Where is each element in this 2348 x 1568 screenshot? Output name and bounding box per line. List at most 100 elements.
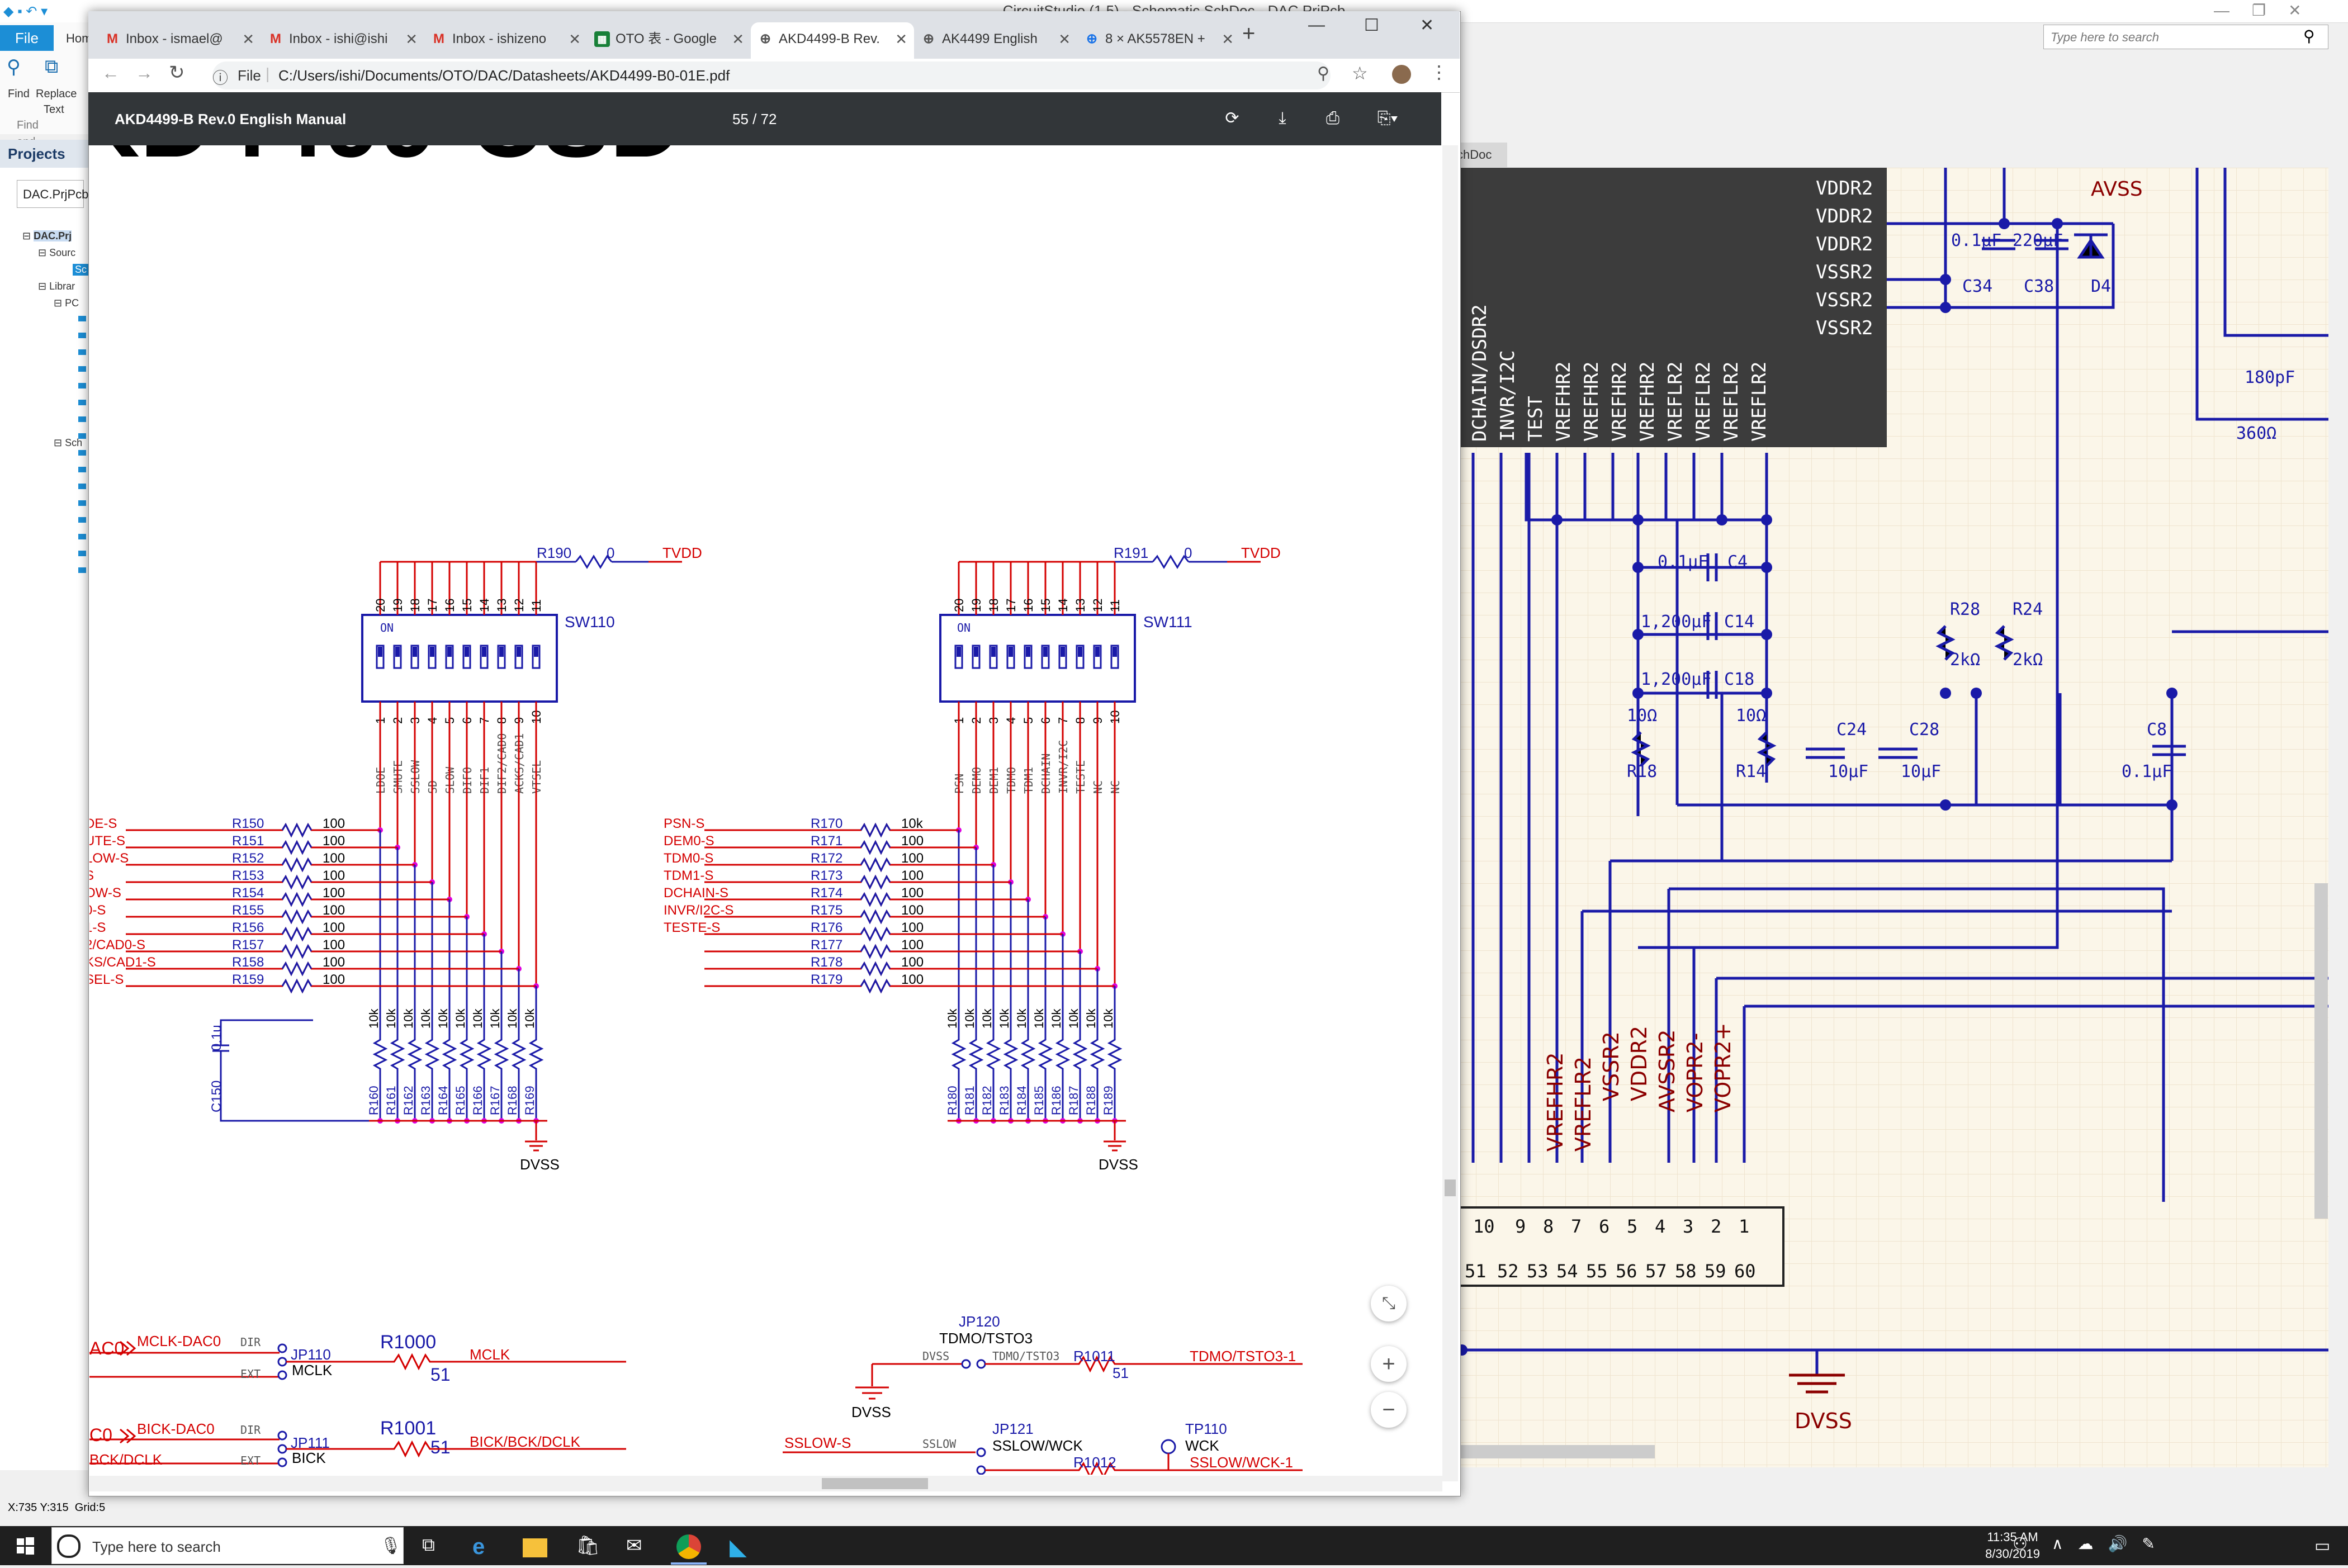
print-icon[interactable]: ⎙ bbox=[1326, 109, 1339, 127]
pdf-vertical-scrollbar[interactable] bbox=[1442, 145, 1458, 1481]
replace-icon[interactable]: ⧉ bbox=[45, 56, 59, 77]
close-icon[interactable]: ✕ bbox=[405, 31, 418, 48]
jp111-bick: BICK bbox=[292, 1449, 326, 1466]
tab-inbox-ismael[interactable]: M Inbox - ismael@ ✕ bbox=[98, 22, 261, 59]
new-tab-button[interactable]: + bbox=[1242, 21, 1256, 46]
tree-item-source[interactable]: ⊟ Sourc bbox=[38, 247, 76, 258]
zoom-icon[interactable]: ⚲ bbox=[1317, 64, 1329, 83]
maximize-icon[interactable]: ☐ bbox=[1364, 16, 1379, 35]
switch-lever-knob bbox=[534, 647, 538, 657]
zoom-out-button[interactable]: − bbox=[1371, 1392, 1407, 1428]
tab-inbox-ishizeno[interactable]: M Inbox - ishizeno ✕ bbox=[424, 22, 588, 59]
store-icon[interactable]: 🛍 bbox=[576, 1535, 600, 1556]
sslow-label: SSLOW bbox=[922, 1437, 957, 1451]
connector-pin: 10 bbox=[1473, 1216, 1495, 1237]
expand-icon[interactable]: ⊟ bbox=[38, 281, 50, 292]
zoom-in-button[interactable]: + bbox=[1371, 1346, 1407, 1382]
pulldown-val: 10k bbox=[471, 1008, 485, 1029]
tab-inbox-ishi[interactable]: M Inbox - ishi@ishi ✕ bbox=[261, 22, 424, 59]
pdf-horizontal-scrollbar[interactable] bbox=[89, 1476, 1442, 1491]
reload-icon[interactable]: ↻ bbox=[169, 62, 185, 83]
tab-akd4499-pdf[interactable]: ⊕ AKD4499-B Rev. ✕ bbox=[751, 22, 914, 59]
tree-item-sch[interactable]: ⊟ Sch bbox=[54, 437, 83, 448]
info-icon[interactable]: ⓘ bbox=[212, 69, 229, 87]
pulldown-ref: R188 bbox=[1084, 1086, 1098, 1115]
schematic-canvas[interactable]: VDDR2 VDDR2 VDDR2 VSSR2 VSSR2 VSSR2 DCHA… bbox=[1454, 168, 2328, 1467]
edge-icon[interactable]: e bbox=[472, 1534, 485, 1559]
jp120-tdmo: TDMO/TSTO3 bbox=[939, 1330, 1033, 1347]
tab-ak4499-english[interactable]: ⊕ AK4499 English ✕ bbox=[914, 22, 1077, 59]
search-icon[interactable]: ⚲ bbox=[2303, 27, 2315, 45]
find-icon[interactable]: ⚲ bbox=[7, 56, 21, 78]
component-ref: D4 bbox=[2091, 277, 2111, 296]
scroll-thumb[interactable] bbox=[822, 1478, 928, 1489]
tray-icons[interactable]: ∧☁🔊✎ bbox=[2052, 1535, 2170, 1552]
close-icon[interactable]: ✕ bbox=[242, 31, 254, 48]
expand-icon[interactable]: ⊟ bbox=[54, 297, 65, 309]
global-search-input[interactable]: Type here to search bbox=[2043, 25, 2328, 49]
task-view-icon[interactable]: ⧉ bbox=[422, 1534, 435, 1555]
address-bar[interactable] bbox=[212, 61, 1331, 89]
menu-icon[interactable]: ⋮ bbox=[1430, 62, 1448, 82]
chrome-icon[interactable] bbox=[676, 1534, 701, 1559]
page-indicator[interactable]: 55 / 72 bbox=[732, 111, 777, 127]
tree-item-project[interactable]: ⊟ DAC.Prj bbox=[22, 230, 72, 241]
microphone-icon[interactable]: 🎙 bbox=[380, 1537, 402, 1555]
pulldown-ref: R160 bbox=[367, 1086, 381, 1115]
windows-start-icon[interactable] bbox=[0, 1526, 50, 1565]
series-resistor-ref: R155 bbox=[232, 903, 264, 918]
bookmark-star-icon[interactable]: ☆ bbox=[1352, 63, 1368, 83]
expand-icon[interactable]: ⊟ bbox=[38, 247, 50, 258]
mail-icon[interactable]: ✉ bbox=[626, 1535, 642, 1556]
back-icon[interactable]: ← bbox=[102, 63, 120, 83]
taskbar-clock[interactable]: 11:35 AM 8/30/2019 bbox=[1968, 1529, 2057, 1562]
taskbar-search-box[interactable] bbox=[51, 1527, 404, 1564]
tab-ak5578en[interactable]: ⊕ 8 × AK5578EN + ✕ bbox=[1077, 22, 1241, 59]
home-tab[interactable]: Hom bbox=[66, 31, 92, 45]
url-text[interactable]: C:/Users/ishi/Documents/OTO/DAC/Datashee… bbox=[278, 67, 730, 84]
file-explorer-icon[interactable] bbox=[523, 1538, 547, 1557]
tree-item-schematic[interactable]: Sc bbox=[73, 264, 89, 276]
scroll-thumb[interactable] bbox=[1445, 1179, 1456, 1196]
series-resistor-val: 10k bbox=[901, 816, 924, 831]
close-icon[interactable]: ✕ bbox=[732, 31, 744, 48]
connector-pin: 53 bbox=[1527, 1261, 1549, 1282]
sw110-pullup-val: 0 bbox=[607, 544, 614, 561]
tab-label: Inbox - ishizeno bbox=[452, 31, 547, 46]
people-icon[interactable]: ⚇ bbox=[2013, 1535, 2028, 1553]
series-resistor-val: 100 bbox=[323, 903, 345, 918]
ic-pin-bottom: VREFLR2 bbox=[1748, 362, 1771, 442]
expand-icon[interactable]: ⊟ bbox=[22, 230, 34, 241]
cortana-icon[interactable] bbox=[57, 1534, 81, 1558]
switch-top-pin: 13 bbox=[1073, 599, 1087, 612]
close-icon[interactable]: ✕ bbox=[1222, 31, 1234, 48]
file-tab[interactable]: File bbox=[0, 25, 54, 51]
bookmark-icon[interactable]: ⎘▾ bbox=[1377, 109, 1398, 127]
tab-google-sheets[interactable]: ▦ OTO 表 - Google ✕ bbox=[588, 22, 751, 59]
fit-page-button[interactable]: ⤡ bbox=[1371, 1286, 1407, 1321]
minimize-icon[interactable]: — bbox=[1308, 16, 1325, 34]
notifications-icon[interactable]: ▭ bbox=[2314, 1537, 2331, 1555]
expand-icon[interactable]: ⊟ bbox=[54, 437, 65, 448]
forward-icon[interactable]: → bbox=[135, 63, 153, 83]
rotate-icon[interactable]: ⟳ bbox=[1225, 109, 1239, 127]
project-selector[interactable]: DAC.PrjPcb bbox=[17, 180, 88, 208]
close-icon[interactable]: ✕ bbox=[895, 31, 907, 48]
close-icon[interactable]: ✕ bbox=[1058, 31, 1071, 48]
download-icon[interactable]: ⤓ bbox=[1279, 109, 1286, 127]
profile-avatar[interactable] bbox=[1392, 65, 1411, 84]
document-tab[interactable]: chDoc bbox=[1454, 143, 1507, 167]
quick-access-toolbar[interactable]: ◆ ▪ ↶ ▾ bbox=[3, 4, 48, 19]
close-window-icon[interactable]: ✕ bbox=[1420, 16, 1435, 35]
text-label: Text bbox=[44, 103, 64, 116]
r1000-val: 51 bbox=[430, 1365, 451, 1385]
app-window-controls[interactable]: —❐✕ bbox=[2214, 2, 2324, 19]
close-icon[interactable]: ✕ bbox=[569, 31, 581, 48]
tree-item-pc[interactable]: ⊟ PC bbox=[54, 297, 79, 309]
pdf-page[interactable]: KD4499-CSD R190 0 TVDD ON SW110 201LDOER… bbox=[89, 145, 1442, 1475]
series-resistor-ref: R175 bbox=[811, 903, 842, 918]
tree-item-libraries[interactable]: ⊟ Librar bbox=[38, 281, 75, 292]
connector-pin: 59 bbox=[1705, 1261, 1726, 1282]
circuitstudio-icon[interactable]: ◣ bbox=[730, 1535, 747, 1560]
mclk-ext-label: EXT bbox=[240, 1367, 261, 1381]
